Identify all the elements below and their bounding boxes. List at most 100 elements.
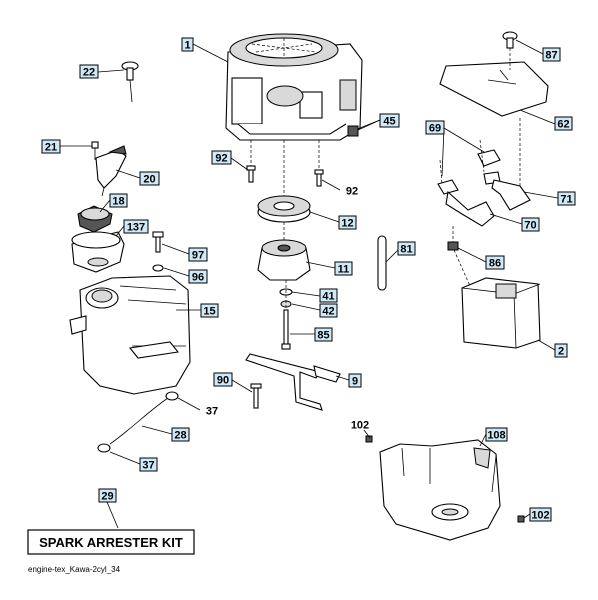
- svg-text:41: 41: [322, 291, 334, 303]
- callout-2: 2: [554, 343, 568, 358]
- callout-15: 15: [200, 303, 219, 318]
- svg-text:11: 11: [338, 264, 350, 276]
- svg-text:22: 22: [83, 67, 95, 79]
- callout-85: 85: [314, 327, 333, 342]
- callout-137: 137: [123, 219, 149, 234]
- svg-text:9: 9: [352, 376, 358, 388]
- screw-102-bottom: [517, 515, 525, 523]
- svg-text:85: 85: [317, 330, 329, 342]
- callout-21: 21: [41, 139, 61, 154]
- svg-text:86: 86: [489, 258, 501, 270]
- callout-45: 45: [379, 113, 400, 128]
- fuel-line: [109, 397, 169, 445]
- callout-37-lower: 37: [139, 457, 158, 472]
- callout-37-upper: 37: [206, 406, 218, 418]
- svg-text:18: 18: [112, 196, 124, 208]
- svg-text:81: 81: [400, 244, 412, 256]
- callout-87: 87: [542, 47, 561, 62]
- callout-41: 41: [319, 288, 338, 303]
- callout-96: 96: [188, 269, 208, 284]
- clutch: [257, 222, 311, 281]
- rod: [377, 235, 387, 291]
- svg-text:90: 90: [217, 375, 229, 387]
- svg-text:96: 96: [192, 272, 204, 284]
- svg-text:1: 1: [184, 40, 190, 52]
- svg-text:20: 20: [143, 174, 155, 186]
- svg-text:28: 28: [174, 430, 186, 442]
- pulley: [257, 140, 311, 223]
- callout-11: 11: [334, 261, 353, 276]
- exhaust-pipes: [437, 118, 531, 227]
- svg-text:37: 37: [142, 460, 154, 472]
- svg-text:45: 45: [383, 116, 395, 128]
- dipstick: [121, 61, 139, 103]
- callout-86: 86: [485, 255, 505, 270]
- svg-text:102: 102: [531, 510, 549, 522]
- spark-arrester-kit-box: SPARK ARRESTER KIT: [27, 529, 195, 555]
- callout-70: 70: [521, 217, 540, 232]
- callout-92-right: 92: [346, 186, 358, 198]
- callout-81: 81: [397, 241, 416, 256]
- spark-arrester-kit-label: SPARK ARRESTER KIT: [39, 535, 183, 550]
- fuel-cap: [77, 205, 113, 233]
- svg-text:62: 62: [557, 119, 569, 131]
- svg-text:42: 42: [322, 306, 334, 318]
- choke: [91, 141, 127, 197]
- bolt-92-right: [314, 140, 324, 187]
- svg-text:29: 29: [101, 491, 113, 503]
- callout-90: 90: [213, 372, 233, 387]
- nut: [447, 241, 459, 251]
- svg-text:102: 102: [351, 420, 369, 432]
- callout-29: 29: [98, 488, 117, 503]
- engine-shroud: [379, 439, 501, 541]
- callout-42: 42: [319, 303, 338, 318]
- svg-text:87: 87: [545, 50, 557, 62]
- bolt-92-left: [246, 140, 256, 183]
- svg-text:37: 37: [206, 406, 218, 418]
- svg-text:2: 2: [558, 346, 564, 358]
- svg-text:108: 108: [487, 430, 505, 442]
- svg-text:69: 69: [429, 123, 441, 135]
- clamp-lower: [97, 443, 111, 453]
- callout-108: 108: [485, 427, 508, 442]
- callout-18: 18: [109, 193, 128, 208]
- callout-1: 1: [181, 37, 194, 52]
- callout-28: 28: [171, 427, 190, 442]
- leader-lines: [60, 39, 559, 529]
- svg-text:71: 71: [560, 194, 572, 206]
- callout-97: 97: [188, 247, 208, 262]
- callout-9: 9: [348, 373, 362, 388]
- callout-71: 71: [557, 191, 576, 206]
- callout-62: 62: [554, 116, 573, 131]
- callout-20: 20: [139, 171, 160, 186]
- svg-text:70: 70: [524, 220, 536, 232]
- clamp-upper: [165, 391, 179, 401]
- callout-102-upper: 102: [351, 420, 369, 432]
- svg-text:15: 15: [203, 306, 215, 318]
- callout-92-left: 92: [211, 150, 232, 165]
- svg-text:21: 21: [45, 142, 57, 154]
- svg-text:137: 137: [127, 222, 145, 234]
- svg-text:97: 97: [192, 250, 204, 262]
- air-cover: [439, 61, 549, 117]
- screw-97: [152, 231, 164, 253]
- washer-96: [152, 264, 164, 272]
- funnel: [71, 231, 125, 273]
- bolt-90: [250, 383, 262, 409]
- callout-22: 22: [79, 64, 99, 79]
- svg-text:92: 92: [215, 153, 227, 165]
- svg-text:12: 12: [341, 218, 353, 230]
- callout-102-lower: 102: [529, 507, 552, 522]
- diagram-footer: engine-tex_Kawa-2cyl_34: [28, 565, 121, 574]
- muffler: [453, 249, 541, 349]
- callout-69: 69: [425, 120, 445, 135]
- callout-12: 12: [338, 215, 357, 230]
- engine: [225, 33, 381, 141]
- fuel-tank: [69, 275, 191, 395]
- knob: [502, 31, 518, 70]
- bracket: [245, 353, 341, 411]
- callouts: 1 2 9 11 12 15 18 20 21 22 28 29 37 37 4…: [41, 37, 576, 522]
- bolt-85: [281, 309, 291, 350]
- svg-text:92: 92: [346, 186, 358, 198]
